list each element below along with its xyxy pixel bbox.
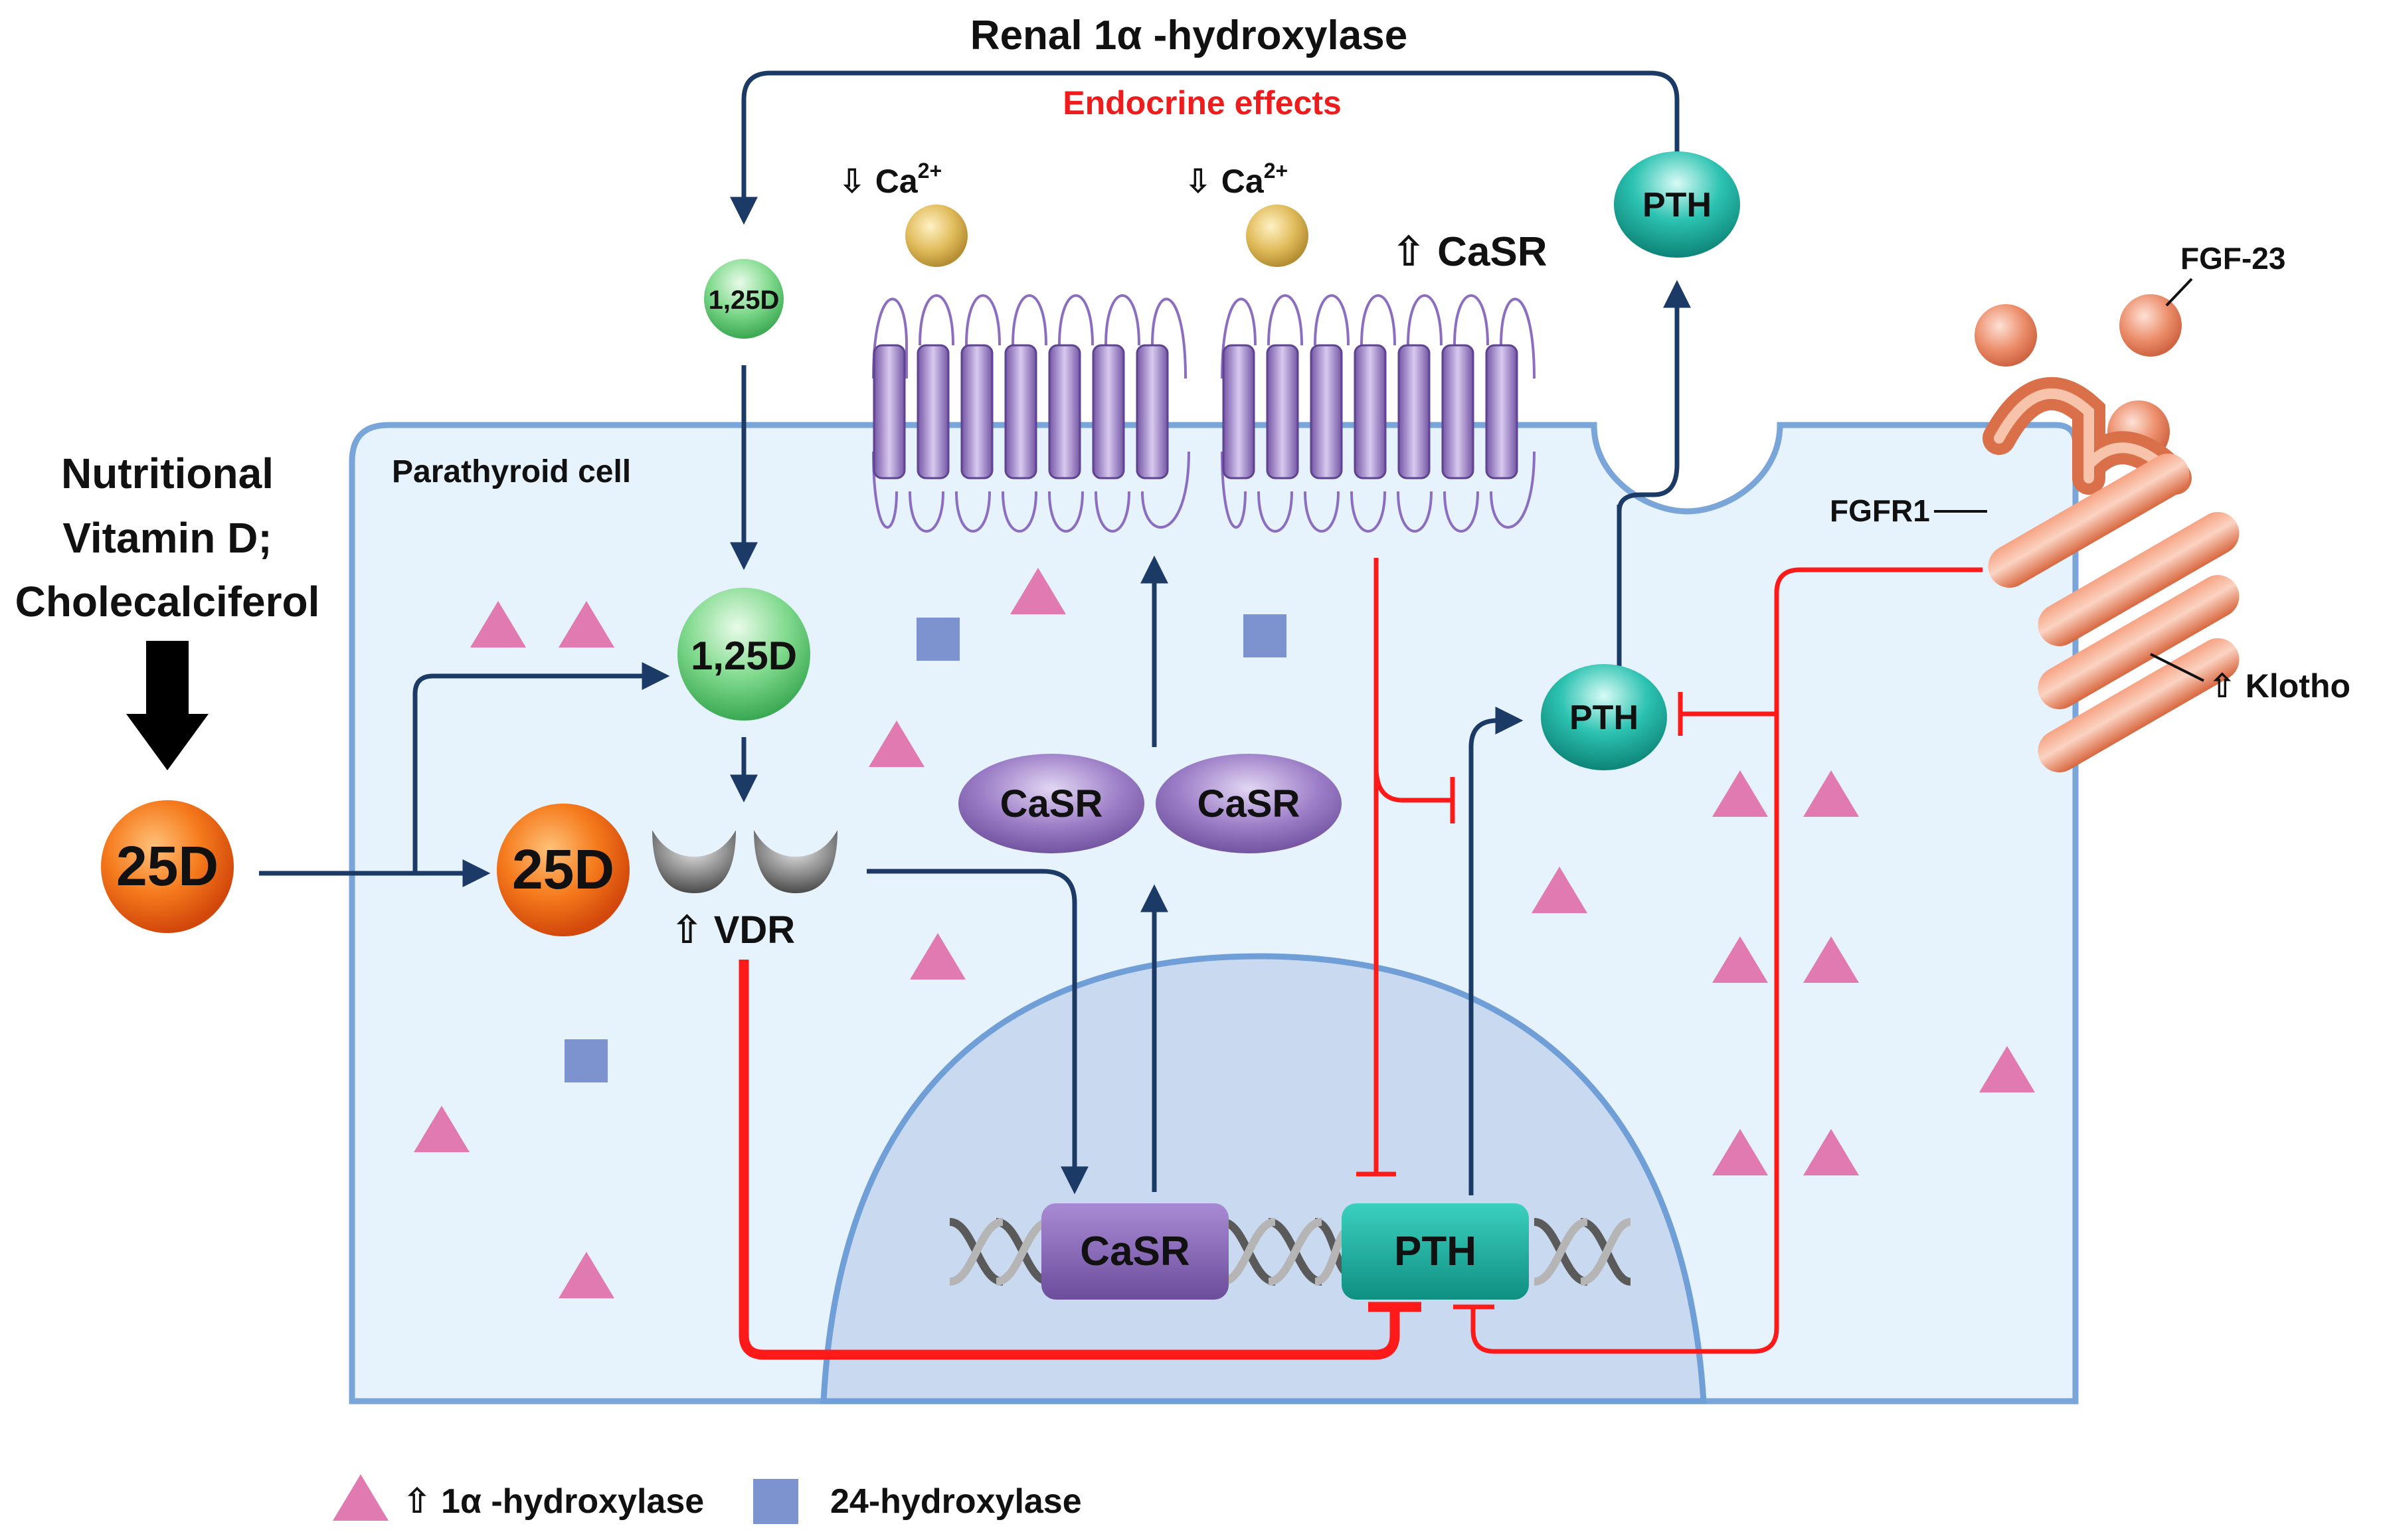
legend-24-hydroxylase-label: 24-hydroxylase	[830, 1482, 1082, 1521]
intracellular-pth-molecule: PTH	[1541, 664, 1667, 770]
casr-up-label: ⇧ CaSR	[1391, 229, 1547, 275]
legend: ⇧ 1α -hydroxylase 24-hydroxylase	[333, 1474, 1082, 1524]
arrow-25d-to-125d	[412, 662, 670, 873]
activation-arrows	[259, 70, 1691, 1195]
vdr-receptor-icon	[652, 830, 838, 893]
fgf23-label: FGF-23	[2180, 241, 2285, 276]
calcium-down-label-right: ⇩ Ca2+	[1184, 159, 1288, 200]
svg-text:1,25D: 1,25D	[709, 286, 780, 315]
intake-arrow-icon	[126, 641, 209, 770]
nutritional-vitamin-d-label-line1: Nutritional	[61, 450, 274, 497]
arrow-pth-gene-up	[1468, 707, 1524, 1195]
casr-protein-right: CaSR	[1156, 754, 1342, 853]
calcium-ion-right	[1246, 205, 1308, 267]
nutritional-vitamin-d-label-line2: Vitamin D;	[62, 514, 272, 562]
inhibition-vdr-to-pth	[739, 960, 1400, 1360]
intracellular-125d-molecule: 1,25D	[677, 588, 810, 721]
klotho-coreceptor	[2038, 512, 2240, 772]
intracellular-25d-molecule: 25D	[497, 804, 630, 936]
alpha-hydroxylase-markers	[414, 568, 2035, 1298]
svg-text:PTH: PTH	[1569, 699, 1638, 737]
nutritional-vitamin-d-label-line3: Cholecalciferol	[15, 578, 320, 626]
fgfr1-label: FGFR1	[1830, 493, 1930, 528]
circulating-pth-molecule: PTH	[1614, 151, 1740, 258]
klotho-up-label: ⇧ Klotho	[2208, 667, 2350, 705]
pth-gene: PTH	[1342, 1203, 1529, 1300]
svg-text:1,25D: 1,25D	[691, 634, 797, 678]
svg-text:CaSR: CaSR	[1000, 782, 1103, 825]
casr-gene: CaSR	[1041, 1203, 1229, 1300]
casr-receptor-right	[1221, 294, 1536, 533]
svg-text:PTH: PTH	[1642, 186, 1712, 224]
diagram-title: Renal 1α -hydroxylase	[970, 13, 1407, 58]
endocrine-effects-label: Endocrine effects	[1063, 84, 1342, 122]
hydroxylase24-markers	[565, 614, 1286, 1082]
svg-text:CaSR: CaSR	[1080, 1229, 1190, 1274]
svg-text:25D: 25D	[116, 835, 219, 897]
calcium-down-label-left: ⇩ Ca2+	[838, 159, 942, 200]
casr-protein-left: CaSR	[958, 754, 1144, 853]
legend-24-hydroxylase-marker	[753, 1479, 798, 1524]
svg-text:CaSR: CaSR	[1197, 782, 1300, 825]
arrow-vdr-to-casr-gene	[867, 869, 1089, 1195]
svg-text:PTH: PTH	[1394, 1229, 1476, 1274]
calcium-ion-left	[905, 205, 968, 267]
extracellular-25d-molecule: 25D	[101, 800, 234, 933]
vdr-up-label: ⇧ VDR	[671, 908, 795, 952]
casr-receptor-left	[872, 294, 1190, 533]
inhibition-lines	[739, 558, 1983, 1360]
circulating-125d-molecule: 1,25D	[704, 259, 784, 339]
arrow-cell-pth-exit	[1617, 280, 1691, 638]
arrow-renal-loop	[730, 70, 1680, 225]
fgfr1-receptor	[1983, 377, 2192, 588]
inhibition-klotho-to-pth	[1470, 567, 1983, 1354]
legend-alpha-hydroxylase-label: ⇧ 1α -hydroxylase	[402, 1482, 704, 1521]
svg-text:25D: 25D	[512, 838, 614, 900]
parathyroid-cell-label: Parathyroid cell	[392, 454, 631, 489]
legend-alpha-hydroxylase-marker	[333, 1474, 389, 1521]
